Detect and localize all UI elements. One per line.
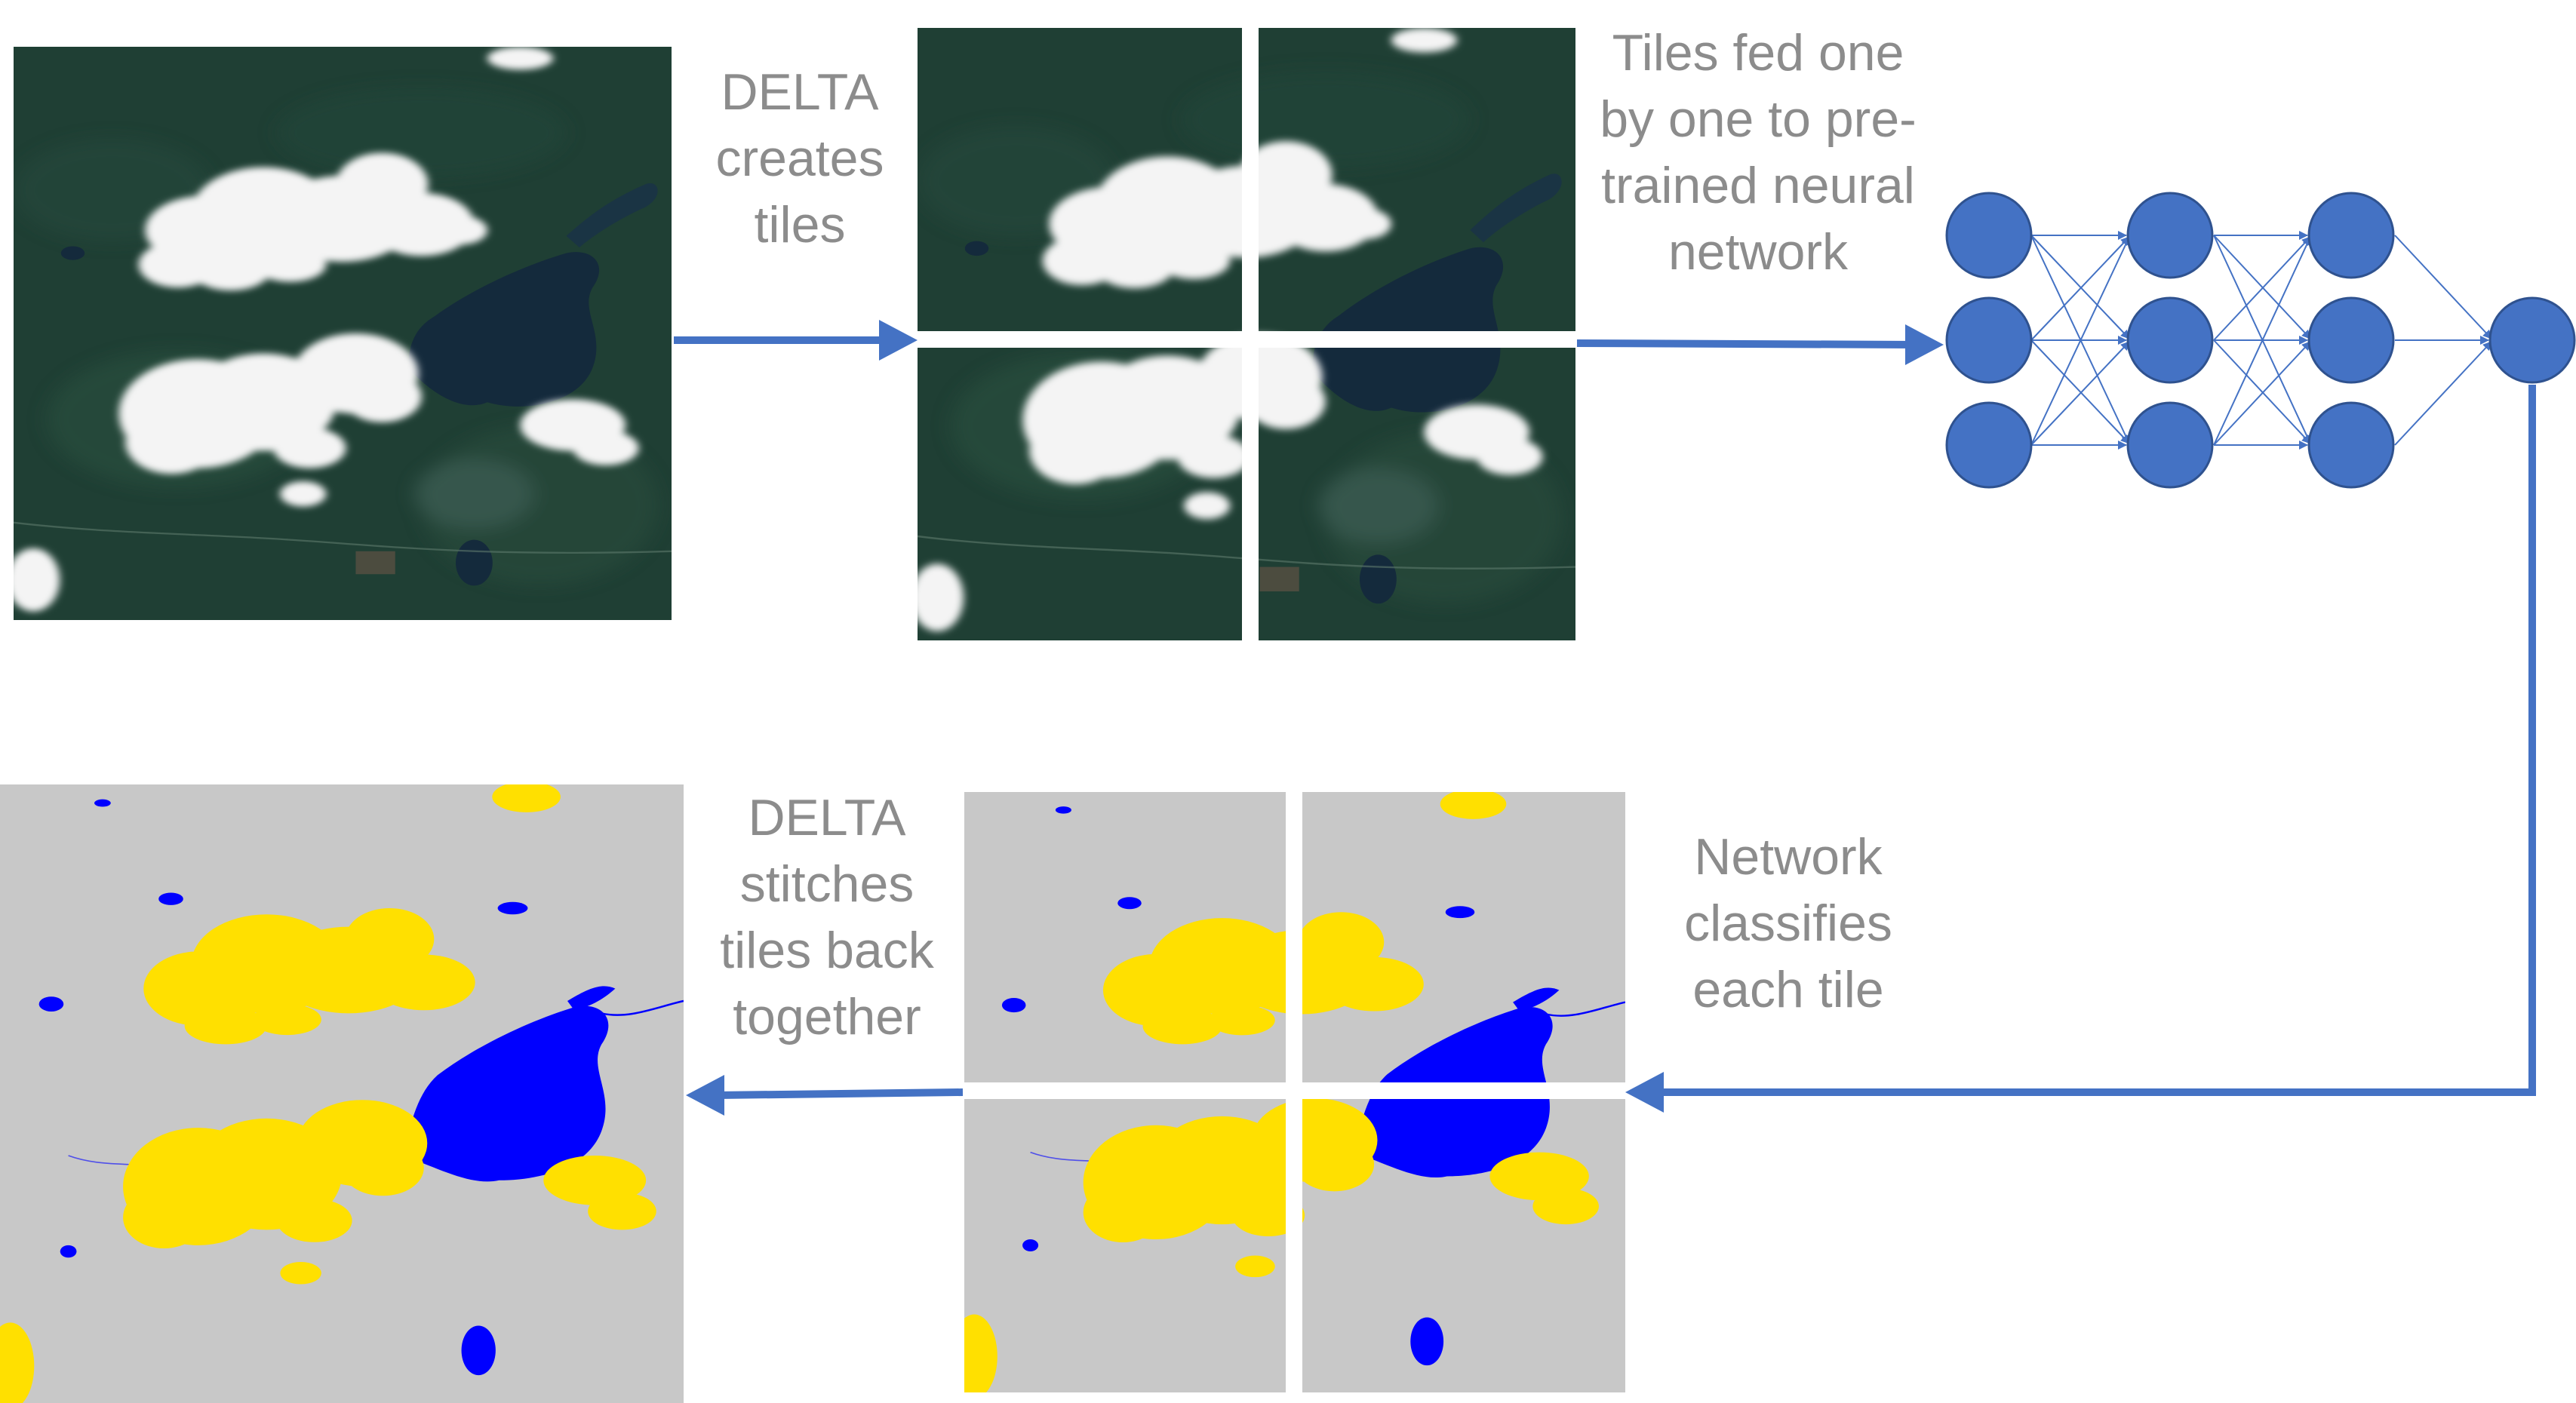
hidden2-node-2 [2307, 296, 2395, 384]
label-feed-network: Tiles fed one by one to pre- trained neu… [1600, 24, 1917, 281]
hidden2-node-1 [2307, 192, 2395, 279]
label-classify: Network classifies each tile [1684, 828, 1892, 1018]
label-stitch: DELTA stitches tiles back together [720, 789, 934, 1045]
hidden1-node-3 [2126, 401, 2214, 489]
classification-map-stitched [0, 784, 684, 1403]
classification-tiles-graphic [964, 792, 1625, 1392]
hidden2-node-3 [2307, 401, 2395, 489]
satellite-tiles-graphic [918, 28, 1575, 640]
classification-scene-graphic [0, 784, 684, 1403]
hidden1-node-2 [2126, 296, 2214, 384]
input-node-3 [1945, 401, 2033, 489]
arrowhead-stitch [686, 1075, 724, 1116]
label-create-tiles: DELTA creates tiles [715, 63, 884, 253]
arrowhead-classify [1625, 1072, 1664, 1113]
arrowhead-create-tiles [879, 320, 918, 361]
input-node-1 [1945, 192, 2033, 279]
arrow-stitch [716, 1088, 964, 1099]
satellite-image-original [14, 47, 672, 620]
arrow-feed-network [1576, 339, 1917, 348]
satellite-scene-graphic [14, 47, 672, 620]
classification-map-tiled [964, 792, 1625, 1392]
arrowhead-feed-network [1905, 324, 1944, 365]
hidden1-node-1 [2126, 192, 2214, 279]
output-node [2488, 296, 2576, 384]
network-nodes [1945, 192, 2576, 489]
network-connections [2030, 231, 2492, 450]
satellite-image-tiled [918, 28, 1575, 640]
input-node-2 [1945, 296, 2033, 384]
